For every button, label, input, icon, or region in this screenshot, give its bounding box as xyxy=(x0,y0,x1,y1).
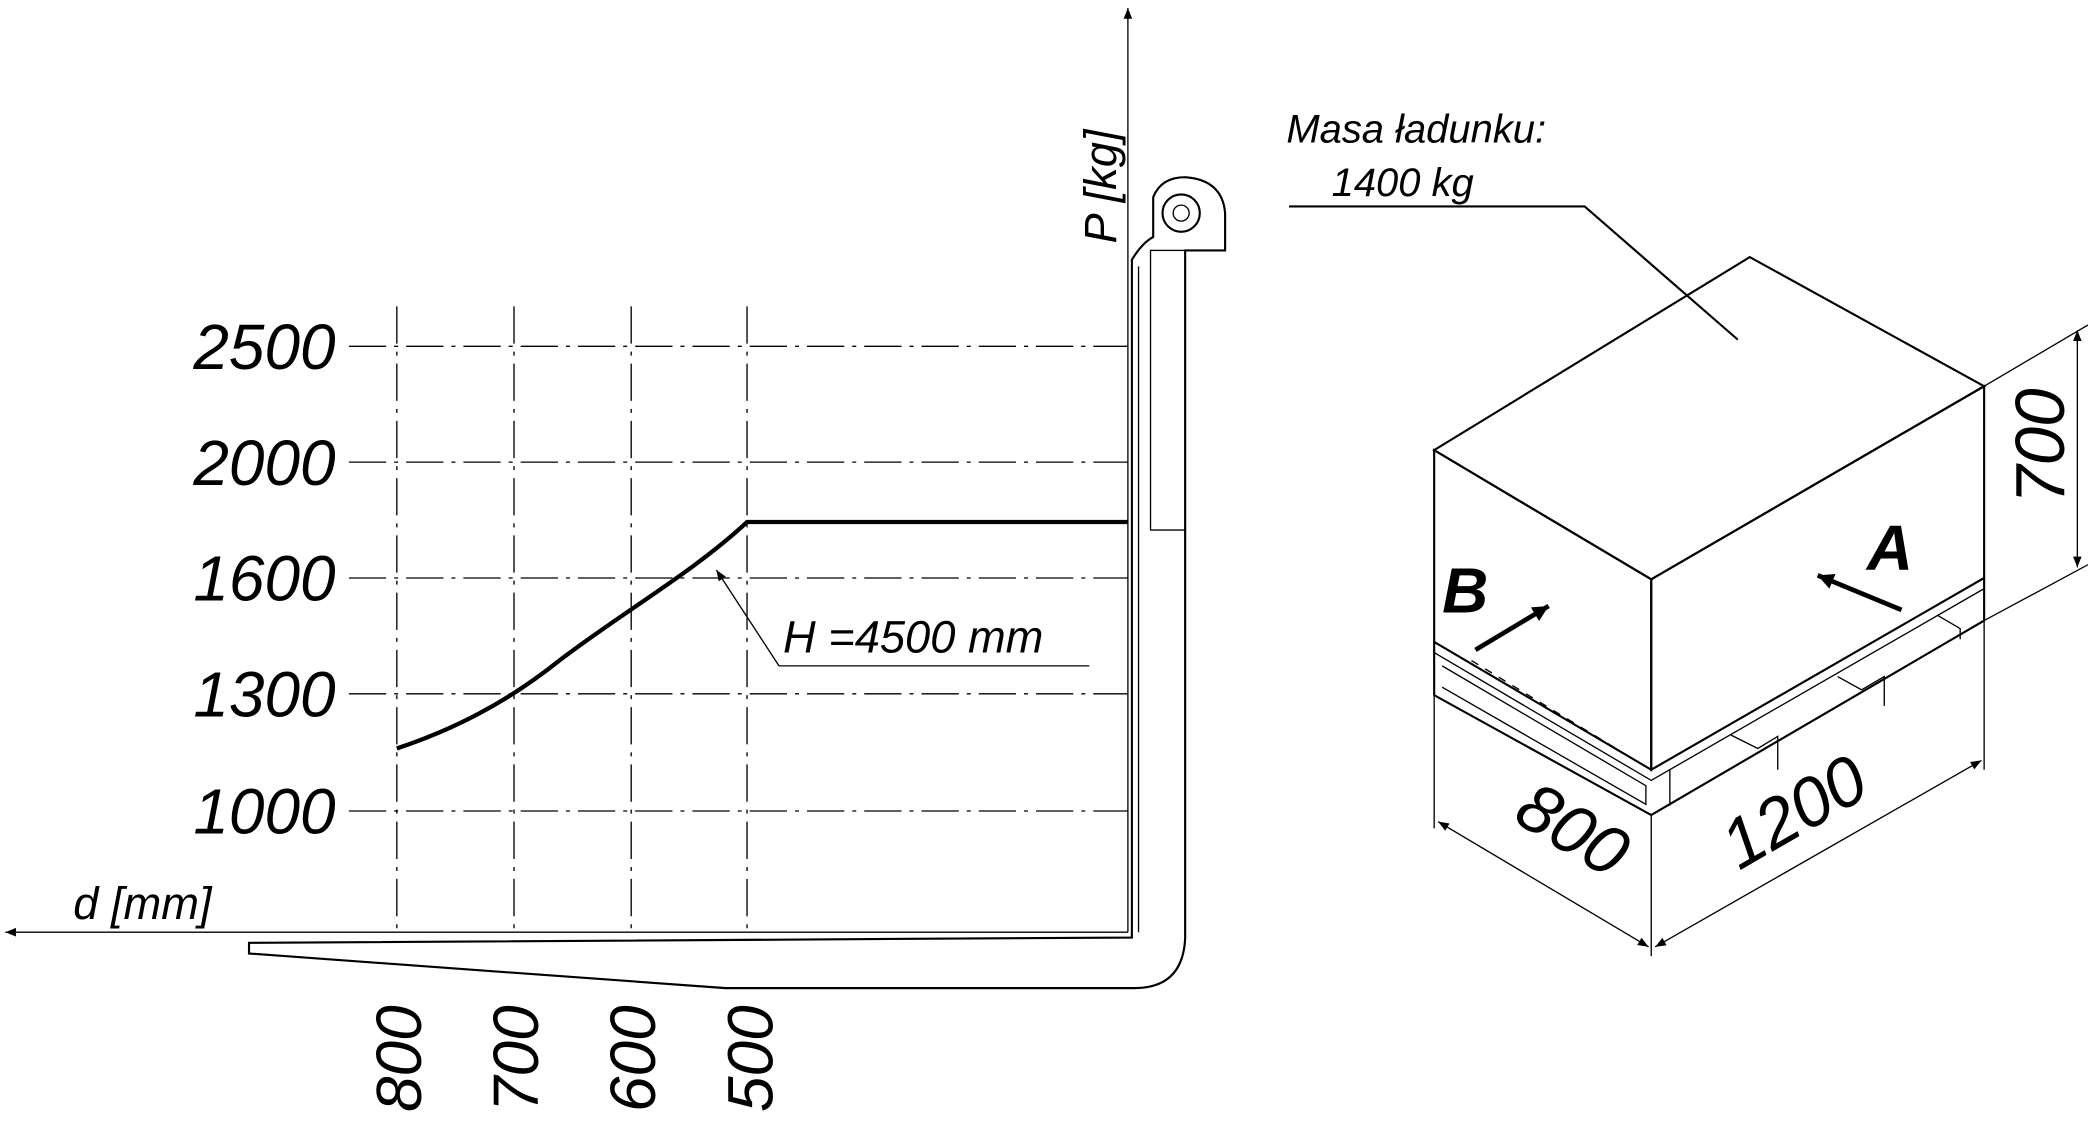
x-tick-label: 600 xyxy=(597,1005,669,1112)
dimension-lines xyxy=(1433,324,2088,957)
curve-label: H =4500 mm xyxy=(783,612,1043,663)
load-mass-callout: Masa ładunku: 1400 kg xyxy=(1286,108,1739,341)
y-tick-label: 2500 xyxy=(192,311,336,383)
curve-label-leader: H =4500 mm xyxy=(715,569,1090,667)
y-tick-label: 1600 xyxy=(193,543,336,615)
y-tick-label: 1300 xyxy=(193,658,336,730)
y-tick-label: 2000 xyxy=(192,427,336,499)
x-tick-labels: 800 700 600 500 xyxy=(363,1005,787,1112)
x-tick-label: 800 xyxy=(363,1005,435,1112)
load-capacity-curve xyxy=(396,519,1128,751)
side-b-label: B xyxy=(1442,555,1488,627)
x-tick-label: 700 xyxy=(480,1005,552,1112)
side-a-label: A xyxy=(1865,512,1913,584)
load-mass-value: 1400 kg xyxy=(1332,161,1474,205)
box-right-face xyxy=(1650,384,1986,772)
pallet-load-box xyxy=(1432,255,1987,817)
d-axis-label: d [mm] xyxy=(73,878,213,929)
dim-length-label: 1200 xyxy=(1707,739,1879,884)
fork-icon xyxy=(247,176,1227,990)
x-tick-label: 500 xyxy=(714,1005,786,1112)
p-axis-label: P [kg] xyxy=(1075,128,1126,243)
dim-1200-line xyxy=(1654,759,1982,948)
dim-height-label: 700 xyxy=(2001,388,2079,504)
side-a-arrow xyxy=(1816,573,1903,613)
y-tick-labels: 2500 2000 1600 1300 1000 xyxy=(192,311,336,848)
load-mass-label: Masa ładunku: xyxy=(1286,108,1546,152)
dim-800-line xyxy=(1437,821,1649,948)
y-tick-label: 1000 xyxy=(193,776,336,848)
side-b-arrow xyxy=(1474,603,1550,652)
chart-grid xyxy=(348,306,1128,933)
chart-axes xyxy=(5,8,1133,937)
